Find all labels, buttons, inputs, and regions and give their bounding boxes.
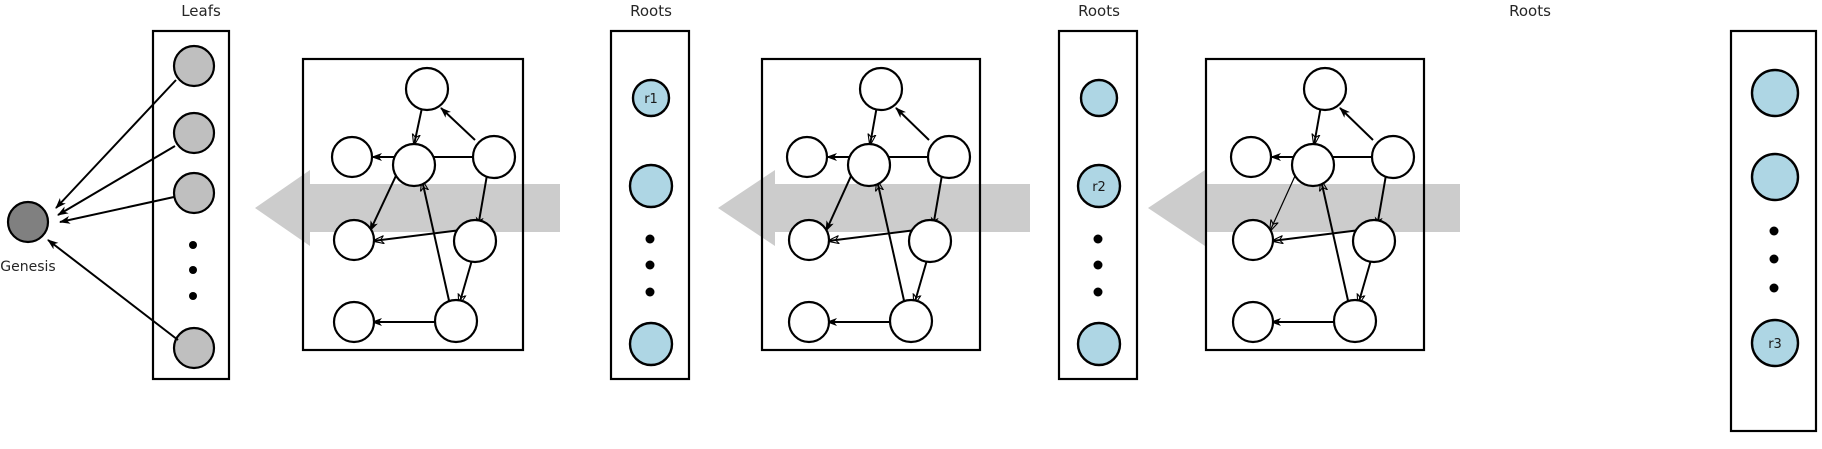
roots1-ellipsis-dot-3 [645,287,655,297]
dag3-node-top[interactable] [1302,66,1348,112]
dag2-edge-g [930,174,943,228]
dag2-node-right-lower[interactable] [888,298,934,344]
dag1-node-right-mid[interactable] [452,218,498,264]
dag1-node-top[interactable] [404,66,450,112]
dag3-node-left-lower[interactable] [1231,300,1275,344]
dag-block-2[interactable] [760,57,982,352]
roots2-ellipsis-dot-3 [1093,287,1103,297]
dag2-edge-h [914,259,928,305]
dag2-node-top[interactable] [858,66,904,112]
roots1-ellipsis-dot-1 [645,234,655,244]
dag3-node-left-mid[interactable] [1231,218,1275,262]
root-node-1-1-label: r1 [644,92,658,107]
roots1-ellipsis-dot-2 [645,260,655,270]
dag3-node-center[interactable] [1290,142,1336,188]
dag1-edge-e [373,229,462,241]
roots-column-2-title: Roots [1078,2,1120,20]
leafs-ellipsis-dot-1 [189,241,197,249]
dag3-node-left-upper[interactable] [1229,135,1273,179]
root-node-3-1[interactable] [1750,68,1800,118]
dag1-node-left-lower[interactable] [332,300,376,344]
dag2-edge-b [895,107,930,141]
dag-block-1-box [301,57,525,352]
dag2-node-center[interactable] [846,142,892,188]
dag3-edge-f [1321,180,1350,306]
edge-leaflast-genesis [47,239,179,341]
leafs-column-title: Leafs [181,2,221,20]
roots2-ellipsis-dot-1 [1093,234,1103,244]
edge-leaf2-genesis [57,145,176,216]
root-node-2-2[interactable] [1076,163,1122,209]
roots-column-1-title: Roots [630,2,672,20]
leafs-ellipsis-dot-2 [189,266,197,274]
root-node-2-last[interactable] [1076,321,1122,367]
roots3-ellipsis-dot-3 [1769,283,1779,293]
dag2-edge-f [877,180,906,306]
edge-leaf3-genesis [59,196,175,224]
leafs-ellipsis-dot-3 [189,292,197,300]
dag3-edge-g [1374,174,1387,228]
dag3-node-right-mid[interactable] [1351,218,1397,264]
roots-column-3-title: Roots [1509,2,1551,20]
dag-block-2-box [760,57,982,352]
root-node-3-last-label: r3 [1768,337,1782,352]
dag3-edge-h [1358,259,1372,305]
dag-block-3-box [1204,57,1426,352]
genesis-node[interactable] [6,200,50,244]
dag2-node-right-upper[interactable] [926,134,972,180]
dag2-node-left-mid[interactable] [787,218,831,262]
dag1-node-left-mid[interactable] [332,218,376,262]
root-node-3-last[interactable] [1750,318,1800,368]
dag1-edge-f [422,180,451,306]
dag-block-1[interactable] [301,57,525,352]
leaf-node-3[interactable] [172,171,216,215]
genesis-group[interactable]: Genesis [0,200,56,275]
root-node-2-1[interactable] [1079,78,1119,118]
dag1-edge-h [459,259,473,305]
dag2-edge-e [828,229,917,241]
dag1-node-right-lower[interactable] [433,298,479,344]
roots-column-1[interactable]: r1 [609,29,691,381]
leaf-node-1[interactable] [172,44,216,88]
roots2-ellipsis-dot-2 [1093,260,1103,270]
dag1-node-right-upper[interactable] [471,134,517,180]
root-node-1-last[interactable] [628,321,674,367]
dag1-edge-g [475,174,488,228]
dag-block-3[interactable] [1204,57,1426,352]
dag3-node-right-lower[interactable] [1332,298,1378,344]
dag2-node-right-mid[interactable] [907,218,953,264]
dag3-edge-e [1272,229,1361,241]
roots-column-3[interactable]: r3 [1729,29,1818,433]
edge-leaf1-genesis [55,79,177,209]
genesis-label: Genesis [0,259,55,275]
root-node-1-2[interactable] [628,163,674,209]
dag1-node-center[interactable] [391,142,437,188]
dag3-node-right-upper[interactable] [1370,134,1416,180]
root-node-1-1[interactable] [631,78,671,118]
dag3-edge-b [1339,107,1374,141]
leaf-node-last[interactable] [172,326,216,370]
root-node-2-2-label: r2 [1092,180,1106,195]
dag2-node-left-lower[interactable] [787,300,831,344]
root-node-3-2[interactable] [1750,152,1800,202]
dag1-node-left-upper[interactable] [330,135,374,179]
roots-column-2[interactable]: r2 [1057,29,1139,381]
leafs-column[interactable] [151,29,231,381]
leaf-to-genesis-edges [47,79,179,341]
dag1-edge-b [440,107,476,141]
roots3-ellipsis-dot-2 [1769,254,1779,264]
leaf-node-2[interactable] [172,111,216,155]
dag2-node-left-upper[interactable] [785,135,829,179]
roots3-ellipsis-dot-1 [1769,226,1779,236]
